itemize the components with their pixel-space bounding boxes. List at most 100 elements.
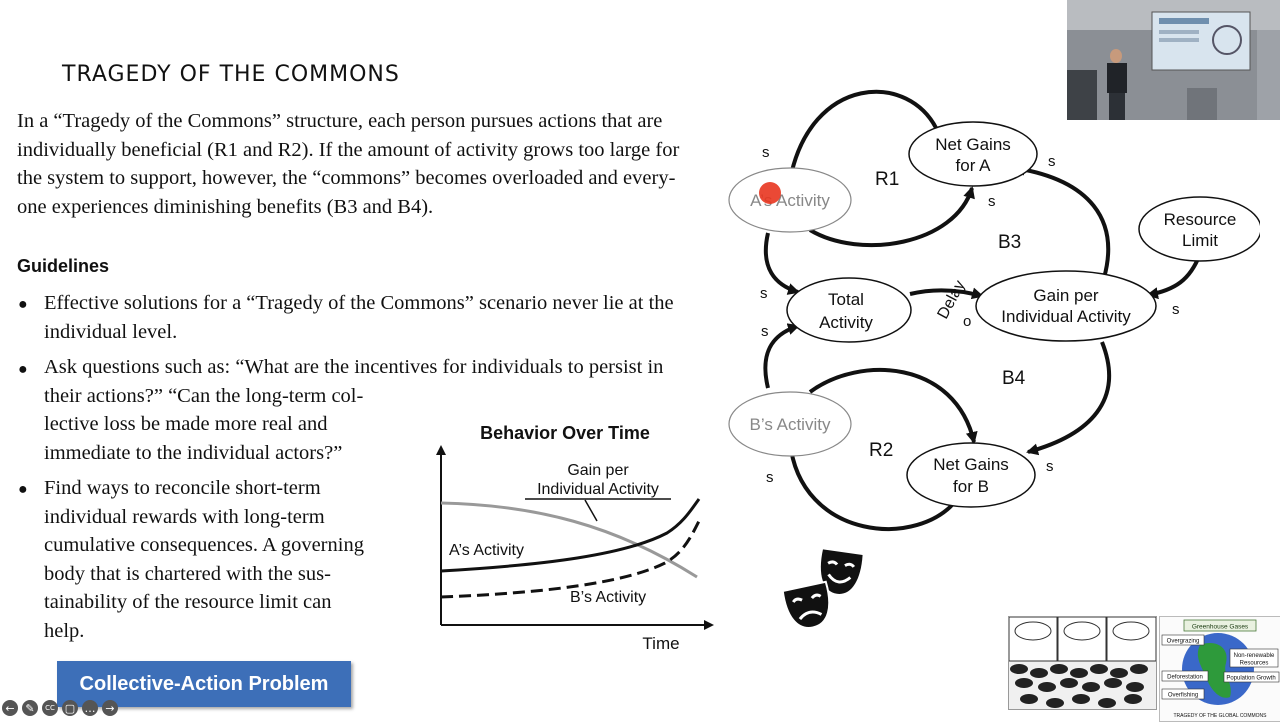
node-label: Limit xyxy=(1182,231,1218,250)
bullet-line: body that is chartered with the sus- xyxy=(44,562,331,585)
bullet-line: tainability of the resource limit can xyxy=(44,591,332,613)
a-activity-label: A’s Activity xyxy=(449,542,524,559)
more-options-icon[interactable]: … xyxy=(82,700,98,716)
next-slide-icon[interactable]: → xyxy=(102,700,118,716)
loop-label-r1: R1 xyxy=(875,169,899,190)
node-label: Individual Activity xyxy=(1001,307,1131,326)
polarity-s: s xyxy=(762,144,770,161)
b-activity-line xyxy=(440,520,701,599)
thumb-label: Greenhouse Gases xyxy=(1192,624,1249,631)
bullet-line: Effective solutions for a “Tragedy of th… xyxy=(44,292,674,314)
r1-outer-link xyxy=(785,89,940,182)
global-commons-thumbnail: Greenhouse Gases Overgrazing Non-renewab… xyxy=(1159,616,1280,722)
r2-outer-link xyxy=(785,440,960,531)
bullet-dot-icon: ● xyxy=(18,481,28,498)
polarity-s: s xyxy=(760,285,768,302)
gain-label: Gain per xyxy=(567,462,629,479)
bullet-dot-icon: ● xyxy=(18,361,28,378)
bullet-line: lective loss be made more real and xyxy=(44,413,328,435)
resource-limit-node xyxy=(1138,196,1260,262)
collective-action-button[interactable]: Collective-Action Problem xyxy=(57,661,351,707)
thumb-label: Non-renewable xyxy=(1234,653,1275,659)
polarity-s: s xyxy=(1172,301,1180,318)
b-activity-label: B’s Activity xyxy=(570,589,646,606)
node-label: for A xyxy=(956,156,992,175)
bullet-line: their actions?” “Can the long-term col- xyxy=(44,384,364,407)
a-activity-line xyxy=(440,498,701,573)
video-frame xyxy=(1067,0,1280,120)
slides-icon[interactable]: ▢ xyxy=(62,700,78,716)
thumb-label: Resources xyxy=(1240,661,1269,667)
globe-diagram: Greenhouse Gases Overgrazing Non-renewab… xyxy=(1161,619,1280,719)
r1-inner-link xyxy=(808,186,975,248)
intro-paragraph: In a “Tragedy of the Commons” structure,… xyxy=(17,107,717,221)
bullet-item: Find ways to reconcile short-term indivi… xyxy=(44,474,364,645)
a-activity-node xyxy=(728,167,852,233)
node-label: Resource xyxy=(1164,210,1237,229)
loop-label-r2: R2 xyxy=(869,440,893,461)
node-label: for B xyxy=(953,477,989,496)
thumb-label: Overgrazing xyxy=(1167,639,1200,645)
gain-per-activity-line xyxy=(440,501,698,579)
cartoon-thumbnail xyxy=(1008,616,1157,710)
b4-link xyxy=(1026,341,1112,456)
player-controls: ← ✎ CC ▢ … → xyxy=(2,700,118,716)
net-gains-b-node xyxy=(906,442,1036,508)
gain-label: Individual Activity xyxy=(537,481,659,498)
bullet-line: Ask questions such as: “What are the inc… xyxy=(44,356,664,378)
total-to-gain-link xyxy=(909,287,984,300)
node-label: Activity xyxy=(819,313,873,332)
b-to-total-link xyxy=(763,323,800,389)
net-gains-a-node xyxy=(908,121,1038,187)
gain-per-activity-node xyxy=(975,270,1157,342)
total-activity-node xyxy=(786,277,912,343)
intro-line: In a “Tragedy of the Commons” structure,… xyxy=(17,110,663,132)
previous-slide-icon[interactable]: ← xyxy=(2,700,18,716)
b-activity-node xyxy=(728,391,852,457)
guidelines-heading: Guidelines xyxy=(17,256,110,276)
loop-label-b3: B3 xyxy=(998,232,1021,253)
thumb-label: Overfishing xyxy=(1168,693,1198,699)
chart-title: Behavior Over Time xyxy=(480,423,650,443)
bullet-item: Ask questions such as: “What are the inc… xyxy=(44,353,663,467)
x-axis-label: Time xyxy=(642,634,679,653)
polarity-s: s xyxy=(766,469,774,486)
bullet-line: individual rewards with long-term xyxy=(44,505,325,528)
polarity-s: s xyxy=(1046,458,1054,475)
thumb-label: Population Growth xyxy=(1226,676,1275,682)
bullet-line: immediate to the individual actors?” xyxy=(44,441,343,464)
loop-label-b4: B4 xyxy=(1002,368,1026,389)
intro-line: the system to support, however, the “com… xyxy=(17,167,676,189)
node-label: Gain per xyxy=(1033,286,1099,305)
node-label: B’s Activity xyxy=(750,415,831,434)
polarity-s: s xyxy=(1048,153,1056,170)
polarity-s: s xyxy=(761,323,769,340)
bullet-line: Find ways to reconcile short-term xyxy=(44,477,321,499)
captions-icon[interactable]: CC xyxy=(42,700,58,716)
node-label: Net Gains xyxy=(935,135,1011,154)
intro-line: one experiences diminishing benefits (B3… xyxy=(17,195,434,218)
node-label: Total xyxy=(828,290,864,309)
presenter-video xyxy=(1067,0,1280,120)
bullet-line: help. xyxy=(44,619,85,642)
r2-inner-link xyxy=(808,367,978,444)
a-to-total-link xyxy=(763,232,800,295)
cartoon-image xyxy=(1009,617,1156,709)
pen-icon[interactable]: ✎ xyxy=(22,700,38,716)
gain-label-pointer xyxy=(584,499,598,522)
bullet-item: Effective solutions for a “Tragedy of th… xyxy=(44,289,674,346)
thumb-label: Deforestation xyxy=(1167,675,1203,681)
laser-pointer-icon xyxy=(759,182,781,204)
thumb-caption: TRAGEDY OF THE GLOBAL COMMONS xyxy=(1174,713,1268,719)
node-label: Net Gains xyxy=(933,455,1009,474)
intro-line: individually beneficial (R1 and R2). If … xyxy=(17,138,680,161)
b3-link xyxy=(1013,163,1111,279)
behavior-over-time-chart: Behavior Over Time Time Gain per Individ… xyxy=(436,423,714,653)
theater-masks-icon xyxy=(782,549,863,629)
polarity-o: o xyxy=(963,313,971,330)
causal-loop-diagram: Net Gains for A A’s Activity Resource Li… xyxy=(728,89,1260,531)
bullet-line: cumulative consequences. A governing xyxy=(44,534,364,556)
bullet-dot-icon: ● xyxy=(18,296,28,313)
bullet-line: individual level. xyxy=(44,320,178,343)
slide-title: TRAGEDY OF THE COMMONS xyxy=(62,62,400,87)
